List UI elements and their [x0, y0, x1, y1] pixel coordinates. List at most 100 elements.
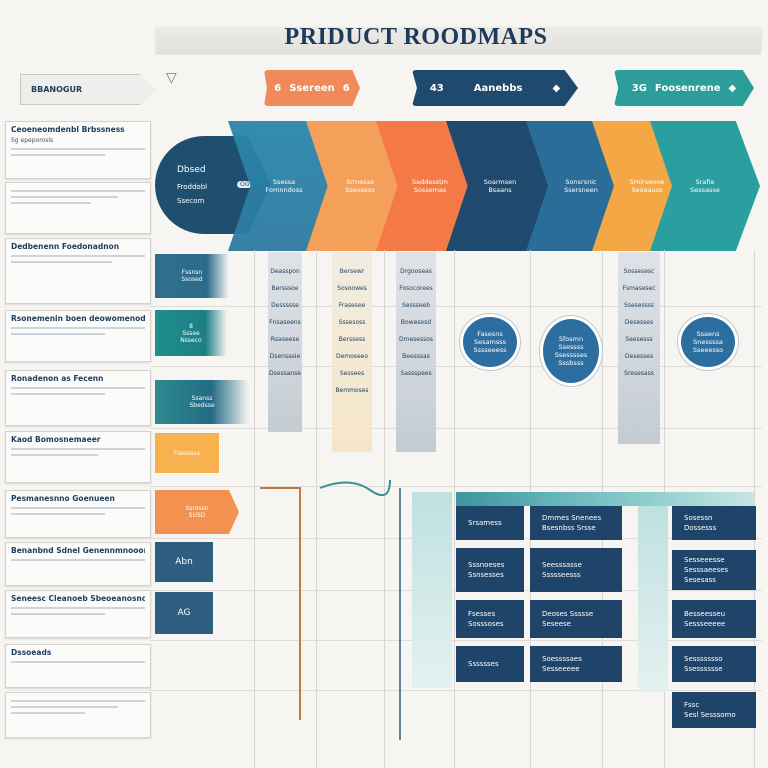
- placeholder-line: [11, 196, 119, 198]
- phase-column-strip-2: Bersewr Sosoowes Frasesee Sssesoss Berss…: [332, 252, 372, 452]
- task-card-3[interactable]: Sosessn Dossesss: [672, 506, 756, 540]
- placeholder-line: [11, 661, 145, 663]
- phase-7-line-2: Seoaauss: [631, 186, 663, 194]
- grid-line-h: [150, 428, 762, 429]
- row-label-7[interactable]: Pesmanesnno Goenueen: [5, 490, 151, 538]
- row-label-3[interactable]: Dedbenenn Foedonadnon: [5, 238, 151, 304]
- row-label-8[interactable]: Benanbnd Sdnel Genennmnooon: [5, 542, 151, 586]
- task-2-line-1: Dmmes Snenees: [542, 514, 602, 522]
- phase-column-strip-1: Deasspon Bersssoe Dessssse Fnsaseens Rsa…: [268, 252, 302, 432]
- filter-icon[interactable]: ▽: [166, 70, 177, 86]
- header-pill-2[interactable]: 43 Aanebbs ◆: [412, 70, 578, 106]
- swimlane-card-5[interactable]: Ssrossn SUSD: [155, 490, 239, 534]
- task-card-5[interactable]: Seesssasse Ssssseesss: [530, 548, 622, 592]
- task-6-line-2: Sesssaeeses: [684, 566, 729, 574]
- row-label-6[interactable]: Kaod Bomosnemaeer: [5, 431, 151, 483]
- swimlane-card-2-line-3: Nsseco: [180, 336, 202, 344]
- phase-4-line-2: Sossemas: [413, 186, 447, 194]
- strip-3-item-1: Drgooseas: [400, 268, 432, 275]
- row-label-5[interactable]: Ronadenon as Fecenn: [5, 370, 151, 426]
- swimlane-card-1-line-1: Fssnsn: [181, 269, 203, 276]
- grid-line-h: [150, 690, 762, 691]
- task-card-7[interactable]: Fsesses Sosssoses: [456, 600, 524, 638]
- strip-4-item-4: Desesses: [624, 319, 654, 326]
- phase-column-strip-4: Sossesesc Fsmasesec Ssesessss Desesses S…: [618, 252, 660, 444]
- row-5-title: Ronadenon as Fecenn: [11, 374, 104, 383]
- placeholder-line: [11, 154, 105, 156]
- task-card-2[interactable]: Dmmes Snenees Bsesnbss Srsse: [530, 506, 622, 540]
- placeholder-line: [11, 448, 145, 450]
- phase-column-strip-3: Drgooseas Fosocorees Sessseeb Bowesesd D…: [396, 252, 436, 452]
- strip-1-item-3: Dessssse: [271, 302, 299, 309]
- grid-line-h: [150, 640, 762, 641]
- placeholder-line: [11, 255, 145, 257]
- swimlane-card-1-line-2: Ssosed: [181, 276, 203, 283]
- task-9-line-2: Sessseeeee: [684, 620, 726, 628]
- swimlane-card-1[interactable]: Fssnsn Ssosed: [155, 254, 229, 298]
- task-card-10[interactable]: Sssssses: [456, 646, 524, 682]
- swimlane-card-6-line-1: Abn: [175, 557, 193, 567]
- pill-3-suffix: ◆: [728, 82, 737, 94]
- header-pill-1[interactable]: 6 Ssereen 6: [264, 70, 360, 106]
- row-label-1[interactable]: Ceoeneomdenbl Brbssness Sg epeporosls: [5, 121, 151, 179]
- task-5-line-2: Ssssseesss: [542, 571, 581, 579]
- phase-4-line-1: Saddesstm: [411, 178, 448, 186]
- milestone-oval-2[interactable]: Sfosmn Ssessss Ssesssses Sssbsss: [540, 316, 602, 386]
- strip-1-item-6: Dsensasie: [269, 353, 301, 360]
- task-card-8[interactable]: Deoses Ssssse Seseese: [530, 600, 622, 638]
- swimlane-card-5-line-2: SUSD: [188, 512, 206, 519]
- strip-2-item-4: Sssesoss: [338, 319, 366, 326]
- placeholder-line: [11, 148, 145, 150]
- header-pill-3[interactable]: 3G Foosenrene ◆: [614, 70, 754, 106]
- task-4-line-1: Sssnoeses: [468, 561, 505, 569]
- task-card-6[interactable]: Sesseeesse Sesssaeeses Sesesass: [672, 550, 756, 590]
- swimlane-card-3[interactable]: Ssanss Sbedsse: [155, 380, 249, 424]
- milestone-oval-3[interactable]: Ssaens Snessssa Sseeesso: [678, 314, 738, 370]
- swimlane-card-2-line-1: 8: [189, 322, 193, 330]
- strip-2-item-6: Demoseeo: [335, 353, 368, 360]
- strip-4-item-2: Fsmasesec: [622, 285, 656, 292]
- placeholder-line: [11, 700, 145, 702]
- strip-1-item-5: Rsaseese: [270, 336, 300, 343]
- grid-line-h: [150, 306, 762, 307]
- row-1-sub: Sg epeporosls: [11, 137, 54, 144]
- swimlane-card-3-line-1: Ssanss: [191, 395, 213, 402]
- strip-1-item-2: Bersssoe: [271, 285, 299, 292]
- oval-2-line-4: Sssbsss: [558, 359, 584, 367]
- strip-2-item-1: Bersewr: [339, 268, 365, 275]
- pill-3-label: Foosenrene: [654, 82, 721, 94]
- task-11-line-2: Sesseeeee: [542, 665, 580, 673]
- swimlane-card-6[interactable]: Abn: [155, 542, 213, 582]
- phase-8-line-2: Sessasse: [690, 186, 720, 194]
- phase-8-line-1: Srafie: [695, 178, 715, 186]
- phase-5-line-1: Soarmsen: [483, 178, 517, 186]
- swimlane-card-7-line-1: AG: [177, 608, 191, 618]
- row-label-9[interactable]: Seneesc Cleanoeb Sbeoeanosnon: [5, 590, 151, 638]
- placeholder-line: [11, 202, 92, 204]
- swimlane-card-7[interactable]: AG: [155, 592, 213, 634]
- strip-4-item-7: Sresesass: [624, 370, 654, 377]
- pill-2-label: Aanebbs: [473, 82, 523, 94]
- task-card-4[interactable]: Sssnoeses Ssnsesses: [456, 548, 524, 592]
- row-label-2[interactable]: [5, 182, 151, 234]
- task-card-9[interactable]: Besseesseu Sessseeeee: [672, 600, 756, 638]
- row-label-10[interactable]: Dssoeads: [5, 644, 151, 688]
- row-label-11[interactable]: [5, 692, 151, 738]
- grid-line-v: [254, 250, 255, 768]
- placeholder-line: [11, 507, 145, 509]
- grid-line-h: [150, 366, 762, 367]
- swimlane-card-2[interactable]: 8 Sssee Nsseco: [155, 310, 227, 356]
- task-card-11[interactable]: Soessssaes Sesseeeee: [530, 646, 622, 682]
- task-card-1[interactable]: Srsamess: [456, 506, 524, 540]
- row-label-4[interactable]: Rsonemenin boen deowomenod: [5, 310, 151, 362]
- strip-2-item-2: Sosoowes: [337, 285, 367, 292]
- header-left-tab[interactable]: BBANOGUR: [20, 74, 156, 105]
- swimlane-card-4[interactable]: Fosssssa: [155, 433, 219, 473]
- strip-3-item-6: Beesssas: [402, 353, 430, 360]
- task-card-13[interactable]: Fssc Sesl Sesssomo: [672, 692, 756, 728]
- task-card-12[interactable]: Sessssssso Ssesssssse: [672, 646, 756, 682]
- header-left-tab-label: BBANOGUR: [31, 85, 83, 94]
- task-5-line-1: Seesssasse: [542, 561, 582, 569]
- milestone-oval-1[interactable]: Fasesns Sesamsss Sssseeess: [460, 314, 520, 370]
- pill-2-suffix: ◆: [552, 82, 561, 94]
